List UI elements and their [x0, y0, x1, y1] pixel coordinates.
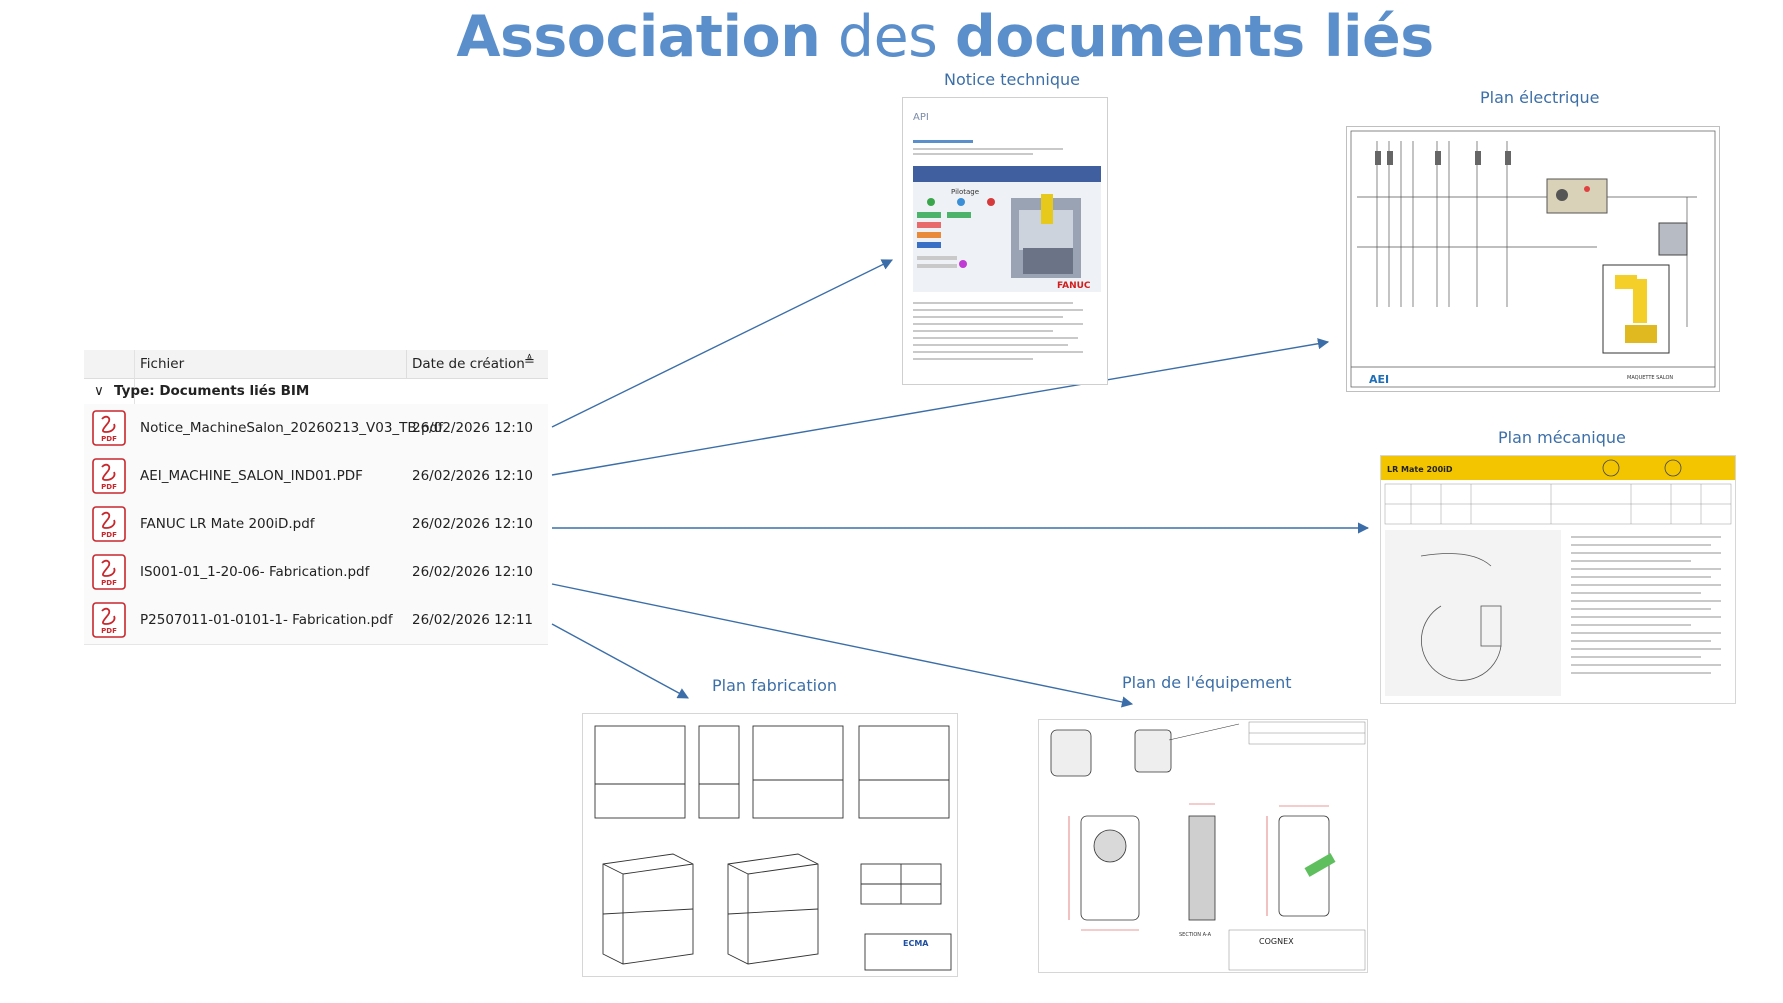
file-name: IS001-01_1-20-06- Fabrication.pdf [140, 564, 370, 580]
notice-brand: API [913, 112, 929, 123]
file-date: 26/02/2026 12:10 [412, 516, 534, 532]
title-part-3: documents liés [955, 4, 1434, 70]
thumbnail-plan-mecanique[interactable]: LR Mate 200iD [1380, 455, 1736, 704]
label-notice-technique: Notice technique [944, 70, 1080, 89]
label-plan-equipement: Plan de l'équipement [1122, 673, 1292, 692]
label-plan-fabrication: Plan fabrication [712, 676, 837, 695]
file-date: 26/02/2026 12:10 [412, 468, 534, 484]
chevron-down-icon[interactable]: ∨ [94, 383, 104, 399]
file-list-panel: Fichier Date de création ≜ ∨ Type: Docum… [84, 350, 548, 645]
file-list-header: Fichier Date de création ≜ [84, 350, 548, 379]
group-header[interactable]: ∨ Type: Documents liés BIM [84, 378, 548, 404]
notice-logo: FANUC [1057, 281, 1091, 291]
thumbnail-notice-technique[interactable]: API Pilotage FANUC [902, 97, 1108, 385]
column-header-file[interactable]: Fichier [140, 356, 185, 372]
page-title: Association des documents liés [0, 4, 1783, 70]
svg-text:PDF: PDF [101, 435, 117, 443]
equipement-logo: COGNEX [1259, 937, 1294, 946]
arrow-to-notice [551, 259, 894, 428]
mecanique-header: LR Mate 200iD [1387, 465, 1453, 474]
file-row[interactable]: PDF IS001-01_1-20-06- Fabrication.pdf 26/0… [84, 548, 548, 597]
sort-ascending-icon[interactable]: ≜ [524, 354, 535, 369]
thumbnail-plan-fabrication[interactable]: ECMA [582, 713, 958, 977]
file-name: Notice_MachineSalon_20260213_V03_TB.pdf [140, 420, 443, 436]
arrow-to-fabrication [551, 623, 689, 699]
title-part-2: des [837, 4, 938, 70]
thumbnail-plan-equipement[interactable]: SECTION A-A COGNEX [1038, 719, 1368, 973]
svg-text:PDF: PDF [101, 483, 117, 491]
file-name: FANUC LR Mate 200iD.pdf [140, 516, 315, 532]
file-name: P2507011-01-0101-1- Fabrication.pdf [140, 612, 393, 628]
pdf-file-icon: PDF [92, 458, 126, 498]
column-header-date[interactable]: Date de création [412, 356, 525, 372]
file-date: 26/02/2026 12:10 [412, 564, 534, 580]
file-row[interactable]: PDF AEI_MACHINE_SALON_IND01.PDF 26/02/2026… [84, 452, 548, 501]
pdf-file-icon: PDF [92, 410, 126, 450]
fabrication-logo: ECMA [903, 939, 929, 948]
column-divider [406, 350, 407, 378]
svg-text:PDF: PDF [101, 627, 117, 635]
file-row[interactable]: PDF P2507011-01-0101-1- Fabrication.pdf 26… [84, 596, 548, 645]
svg-text:PDF: PDF [101, 579, 117, 587]
electrique-caption: MAQUETTE SALON [1627, 375, 1673, 381]
pdf-file-icon: PDF [92, 554, 126, 594]
title-part-1: Association [456, 4, 821, 70]
file-name: AEI_MACHINE_SALON_IND01.PDF [140, 468, 363, 484]
pdf-file-icon: PDF [92, 602, 126, 642]
label-plan-electrique: Plan électrique [1480, 88, 1600, 107]
file-row[interactable]: PDF Notice_MachineSalon_20260213_V03_TB.p… [84, 404, 548, 453]
file-date: 26/02/2026 12:10 [412, 420, 534, 436]
pdf-file-icon: PDF [92, 506, 126, 546]
svg-text:PDF: PDF [101, 531, 117, 539]
file-date: 26/02/2026 12:11 [412, 612, 534, 628]
arrow-to-equipement [551, 583, 1134, 708]
file-row[interactable]: PDF FANUC LR Mate 200iD.pdf 26/02/2026 12:… [84, 500, 548, 549]
group-label: Type: Documents liés BIM [114, 383, 310, 399]
equipement-section: SECTION A-A [1179, 932, 1212, 938]
thumbnail-plan-electrique[interactable]: AEI MAQUETTE SALON [1346, 126, 1720, 392]
label-plan-mecanique: Plan mécanique [1498, 428, 1626, 447]
electrique-logo: AEI [1369, 373, 1389, 386]
notice-heading: Pilotage [951, 188, 979, 196]
